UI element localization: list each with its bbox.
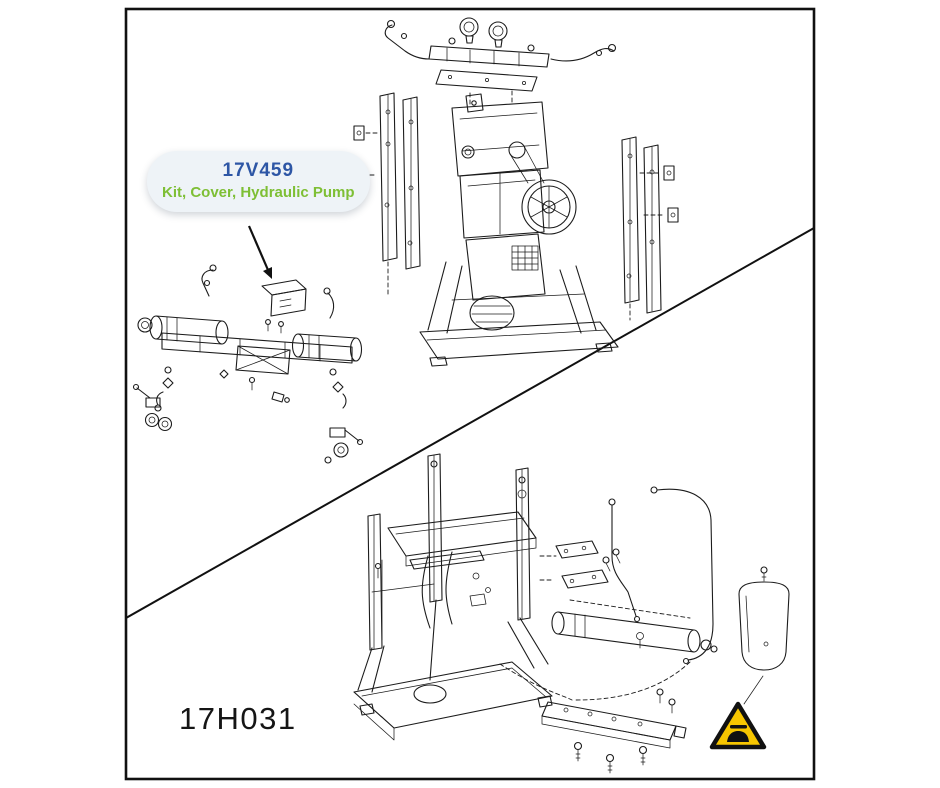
hose-fittings [201,264,335,319]
bottom-assembly [353,453,790,774]
hydraulic-pump [451,93,577,331]
callout-arrow [247,225,272,279]
crush-hazard-warning-icon [709,675,767,750]
valve-bar-assembly [132,264,364,464]
part-callout: 17V459 Kit, Cover, Hydraulic Pump [147,151,370,212]
top-assembly [350,17,679,367]
right-mounting-channels [621,136,679,314]
right-valve-fittings [324,368,364,464]
center-fittings [219,369,290,403]
gauge-manifold [384,17,617,107]
manifold-bar [137,315,363,375]
part-description-text: Kit, Cover, Hydraulic Pump [162,184,355,201]
cart-frame [353,453,553,741]
pump-cover-part [261,279,307,334]
mounting-bracket-kit [499,486,790,774]
left-valve-fittings [132,366,174,432]
pump-base-stand [387,261,631,367]
figure-number-label: 17H031 [179,701,297,736]
frame-border [124,7,816,781]
part-number-text: 17V459 [222,160,295,181]
